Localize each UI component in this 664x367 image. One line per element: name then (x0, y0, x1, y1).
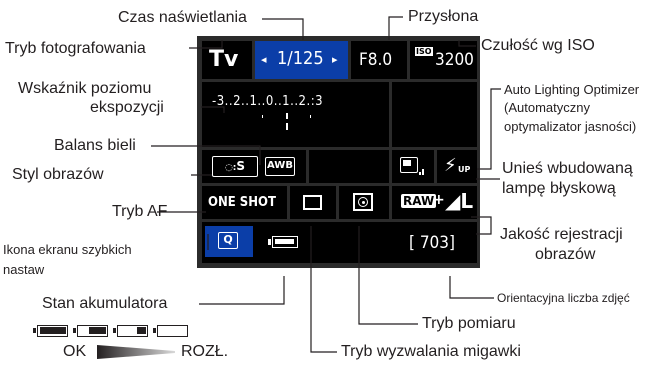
label-metering: Tryb pomiaru (422, 315, 516, 332)
metering-cell[interactable] (339, 186, 389, 219)
flash-icon: ⚡ (444, 155, 457, 176)
label-shots: Orientacyjna liczba zdjęć (497, 291, 630, 305)
empty-cell-2 (309, 150, 389, 183)
label-drive-mode: Tryb wyzwalania migawki (341, 343, 521, 360)
label-flash-1: Unieś wbudowaną (502, 160, 633, 177)
label-af-mode: Tryb AF (112, 203, 168, 220)
af-mode-cell[interactable]: ONE SHOT (202, 186, 287, 219)
quality-size-icon: ◢L (445, 189, 474, 213)
label-quality-2: obrazów (535, 246, 596, 263)
alo-cell[interactable] (392, 150, 434, 183)
battery-gradient (97, 345, 175, 359)
quality-cell[interactable]: RAW + ◢L (392, 186, 477, 219)
exposure-scale: -3..2..1..0..1..2.:3 (212, 94, 324, 109)
shooting-mode-cell[interactable]: Tv (202, 41, 252, 79)
aperture-value: F8.0 (359, 50, 393, 70)
arrow-left-icon: ◂ (261, 53, 267, 66)
white-balance-value: AWB (267, 160, 293, 171)
single-shot-icon (303, 195, 322, 210)
label-iso: Czułość wg ISO (481, 37, 595, 54)
label-quick-icon-1: Ikona ekranu szybkich (3, 242, 132, 257)
label-shutter-speed: Czas naświetlania (118, 9, 247, 26)
iso-cell[interactable]: ISO 3200 (410, 41, 477, 79)
label-white-balance: Balans bieli (54, 137, 136, 154)
battery-level-icon (153, 325, 188, 337)
q-icon: Q (218, 232, 238, 249)
flash-up-label: UP (458, 165, 471, 174)
battery-level-icon (113, 325, 148, 337)
label-picture-style: Styl obrazów (12, 166, 104, 183)
shutter-speed-value: 1/125 (277, 48, 324, 69)
picture-style-value: S (236, 159, 246, 173)
iso-prefix-icon: ISO (415, 47, 433, 56)
label-quick-icon-2: nastaw (3, 262, 45, 277)
label-alo-2: (Automatyczny (504, 100, 590, 115)
af-mode-value: ONE SHOT (208, 195, 276, 210)
label-exposure-1: Wskaźnik poziomu (18, 80, 152, 97)
label-ok: OK (63, 343, 87, 360)
white-balance-icon: AWB (265, 157, 295, 176)
exposure-indicator (286, 123, 288, 130)
quick-control-cell[interactable]: Q (205, 226, 253, 257)
exposure-level-cell[interactable]: -3..2..1..0..1..2.:3 (202, 82, 389, 147)
exposure-ticks (212, 113, 362, 119)
picture-style-cell[interactable]: ◌:S AWB (202, 150, 306, 183)
arrow-right-icon: ▸ (332, 53, 338, 66)
label-battery: Stan akumulatora (42, 295, 168, 312)
shooting-mode-value: Tv (209, 47, 239, 72)
quality-size-value: L (460, 189, 474, 213)
battery-level-icon (73, 325, 108, 337)
label-alo-3: optymalizator jasności) (504, 119, 637, 134)
label-aperture: Przysłona (408, 8, 479, 25)
label-alo-1: Auto Lighting Optimizer (504, 82, 640, 97)
quick-control-screen: Tv ◂ 1/125 ▸ F8.0 ISO 3200 -3..2..1..0..… (197, 36, 480, 268)
shots-remaining: [ 703] (409, 233, 455, 253)
alo-icon (400, 157, 418, 173)
label-exposure-2: ekspozycji (90, 99, 164, 116)
label-discharged: ROZŁ. (181, 343, 229, 360)
empty-cell (392, 82, 477, 147)
iso-value: 3200 (435, 50, 474, 70)
bottom-row: Q [ 703] (202, 222, 477, 263)
raw-icon: RAW (401, 194, 437, 208)
evaluative-metering-icon (353, 193, 373, 211)
battery-icon (268, 236, 298, 248)
battery-legend (33, 323, 203, 339)
battery-level-icon (33, 325, 68, 337)
label-quality-1: Jakość rejestracji (500, 226, 623, 243)
alo-level-icon (419, 167, 425, 175)
picture-style-icon: ◌:S (212, 156, 258, 177)
shutter-speed-cell[interactable]: ◂ 1/125 ▸ (255, 41, 348, 79)
quality-plus: + (433, 192, 445, 208)
label-shooting-mode: Tryb fotografowania (5, 40, 146, 57)
aperture-cell[interactable]: F8.0 (351, 41, 407, 79)
drive-mode-cell[interactable] (290, 186, 336, 219)
label-flash-2: lampę błyskową (502, 180, 616, 197)
flash-cell[interactable]: ⚡ UP (437, 150, 477, 183)
